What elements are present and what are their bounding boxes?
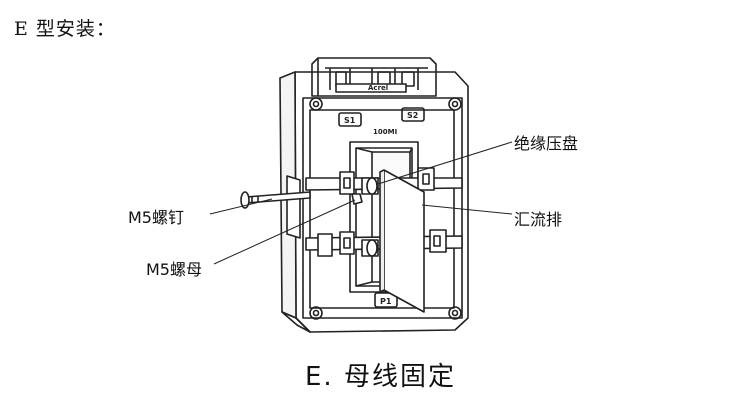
m5-screw: [240, 191, 311, 209]
terminal-block: [311, 57, 437, 97]
leader-m5-nut: [213, 199, 356, 265]
figure-caption: E. 母线固定: [305, 362, 456, 392]
p1-mark: P1: [380, 297, 392, 306]
m5-nut-label: M5螺母: [146, 260, 202, 279]
m5-nut: [351, 193, 363, 205]
busbar-label: 汇流排: [514, 210, 563, 229]
leader-busbar: [421, 204, 513, 215]
m5-screw-label: M5螺钉: [128, 208, 184, 227]
leader-insulating-plate: [377, 141, 513, 185]
insulating-plate-label: 绝缘压盘: [514, 134, 579, 153]
brand-mark: Acrel: [368, 84, 388, 92]
s1-mark: S1: [344, 116, 356, 125]
rating-mark: 100MI: [373, 128, 397, 136]
insulating-plate-bolts: [361, 177, 379, 257]
installation-type-heading: E 型安装：: [14, 18, 116, 40]
s2-mark: S2: [407, 111, 418, 120]
leader-m5-screw: [209, 198, 273, 215]
busbar-plate: [379, 169, 425, 313]
